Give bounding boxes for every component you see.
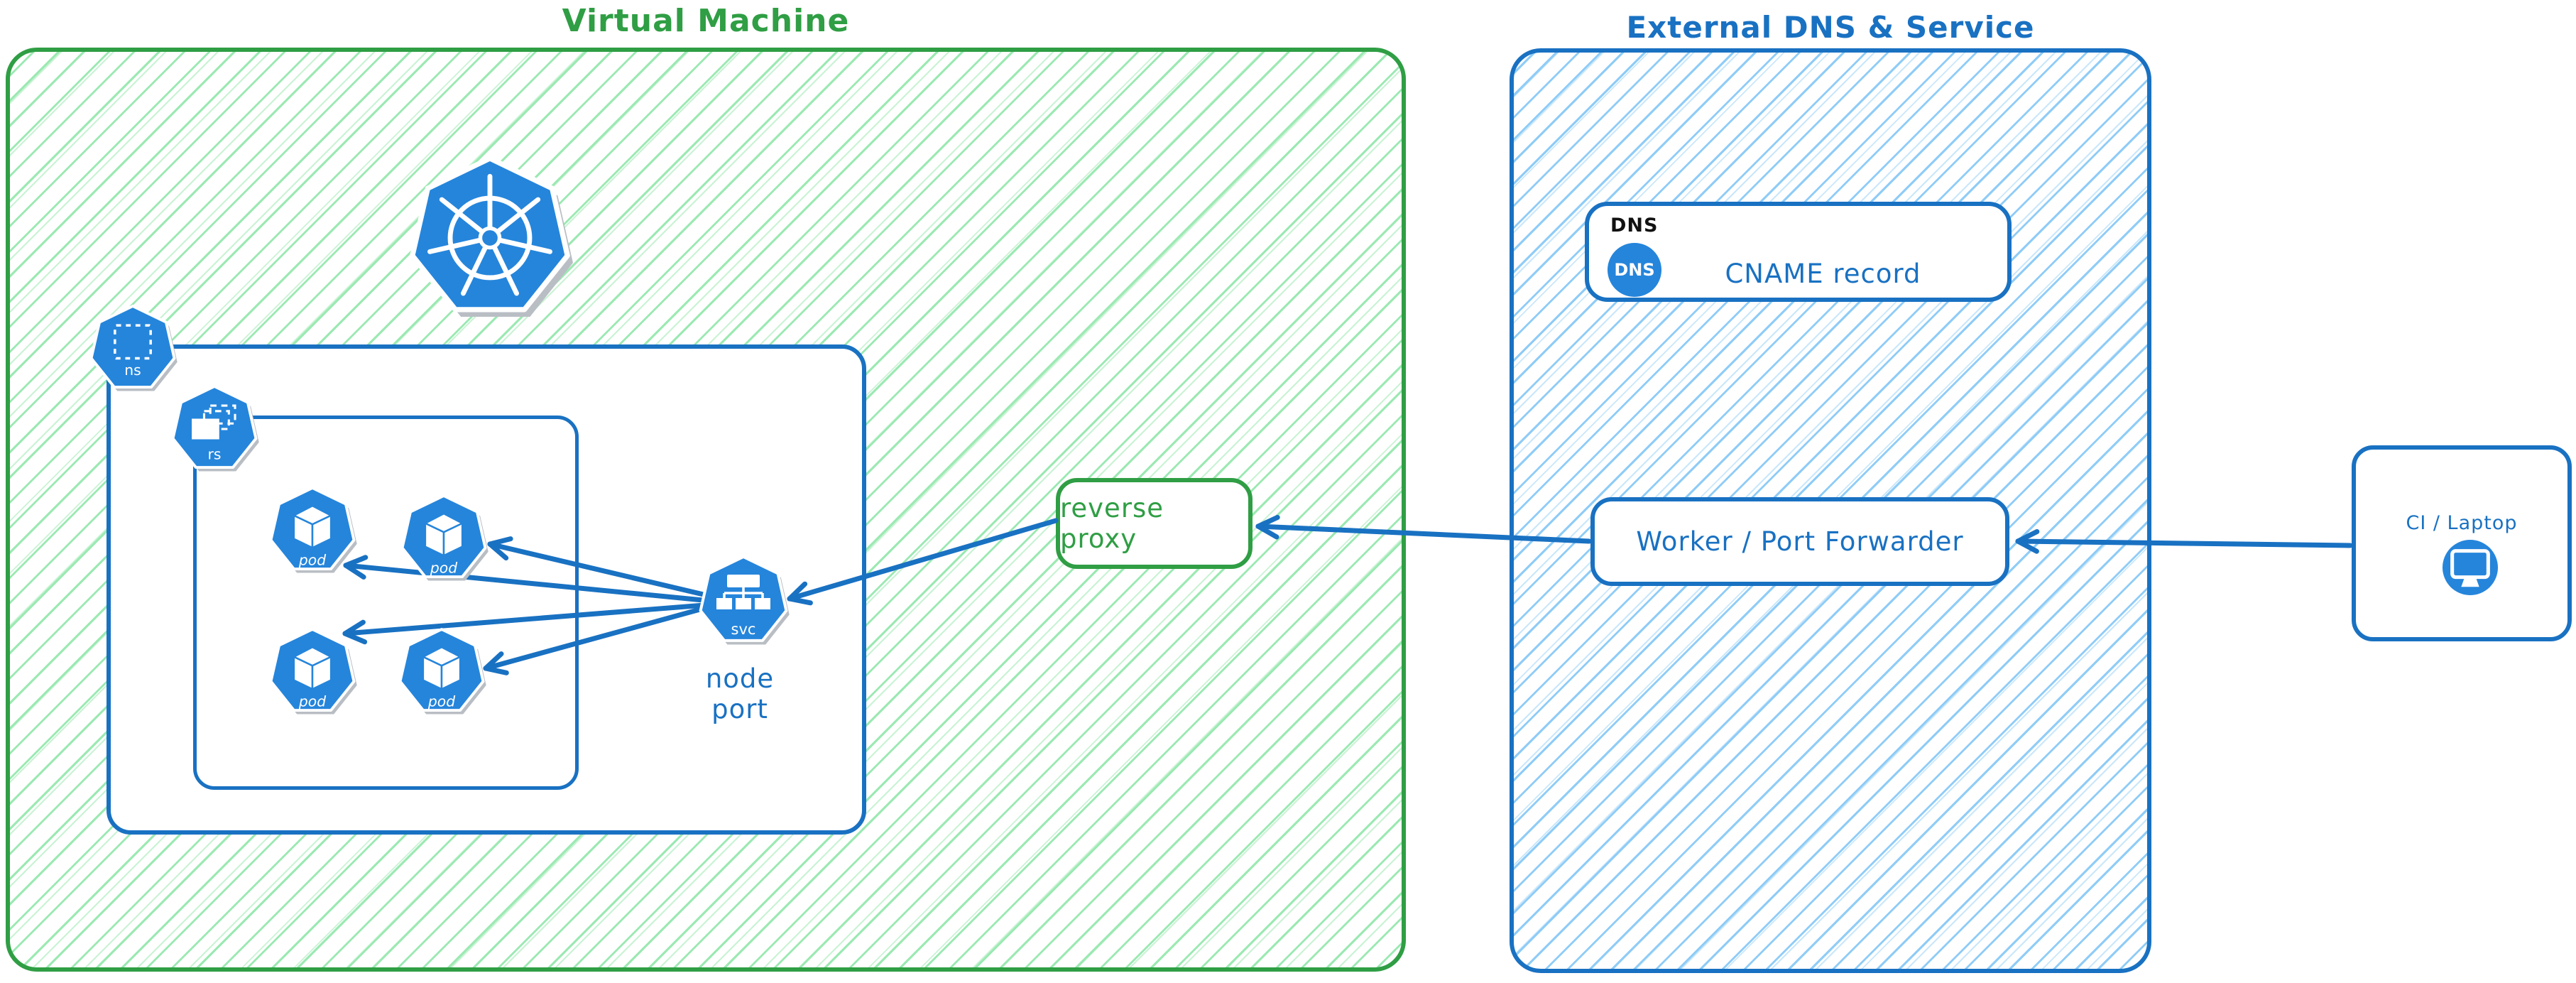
virtual-machine-group-title: Virtual Machine — [562, 3, 850, 39]
external-dns-group-title: External DNS & Service — [1626, 10, 2035, 45]
reverse-proxy-node: reverse proxy — [1056, 478, 1252, 569]
dns-cname-node: DNS DNS CNAME record — [1585, 202, 2012, 302]
worker-port-forwarder-node: Worker / Port Forwarder — [1590, 497, 2009, 586]
ci-laptop-node: CI / Laptop — [2352, 445, 2572, 641]
monitor-icon-drawing — [2450, 549, 2490, 587]
monitor-icon — [2443, 540, 2498, 595]
cname-record-label: CNAME record — [1725, 259, 1921, 289]
reverse-proxy-label: reverse proxy — [1060, 493, 1164, 554]
replicaset-boundary-box — [193, 416, 579, 790]
dns-tag-label: DNS — [1610, 214, 1659, 237]
worker-label: Worker / Port Forwarder — [1636, 526, 1964, 557]
node-port-label: node port — [705, 663, 775, 724]
dns-circle-icon: DNS — [1608, 243, 1661, 297]
ci-laptop-label: CI / Laptop — [2406, 512, 2518, 534]
dns-badge-label: DNS — [1614, 260, 1655, 280]
